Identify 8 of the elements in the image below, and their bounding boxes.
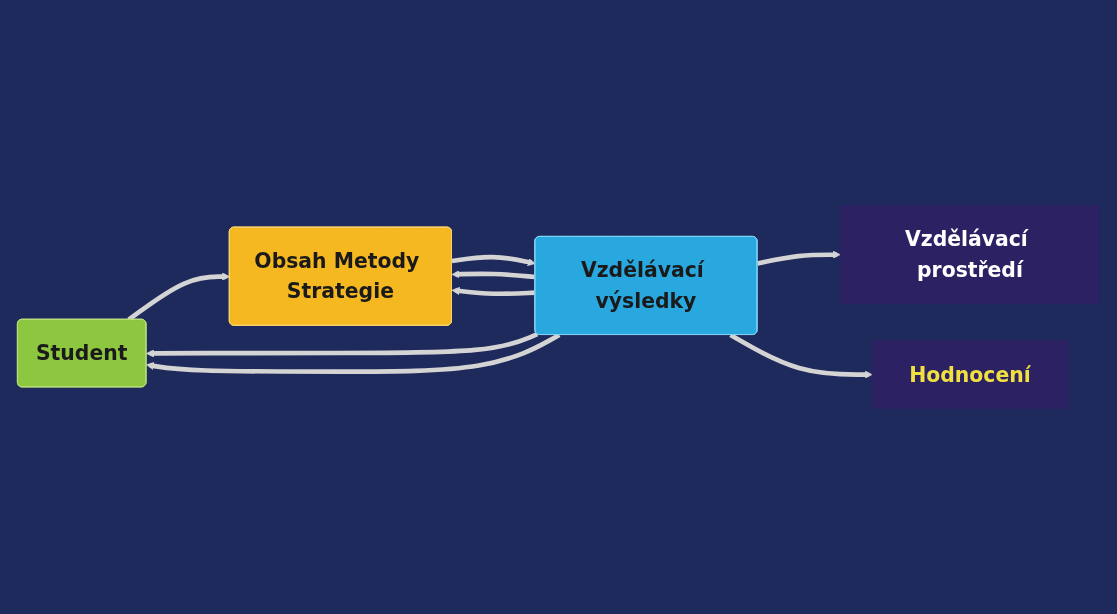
arrow <box>451 254 536 266</box>
arrow <box>451 270 536 280</box>
arrow <box>451 286 536 297</box>
node-box: Vzdělávací prostředí <box>839 205 1101 305</box>
arrow <box>729 333 873 379</box>
arrow <box>146 332 539 358</box>
arrow <box>146 333 561 374</box>
arrow <box>757 250 841 266</box>
